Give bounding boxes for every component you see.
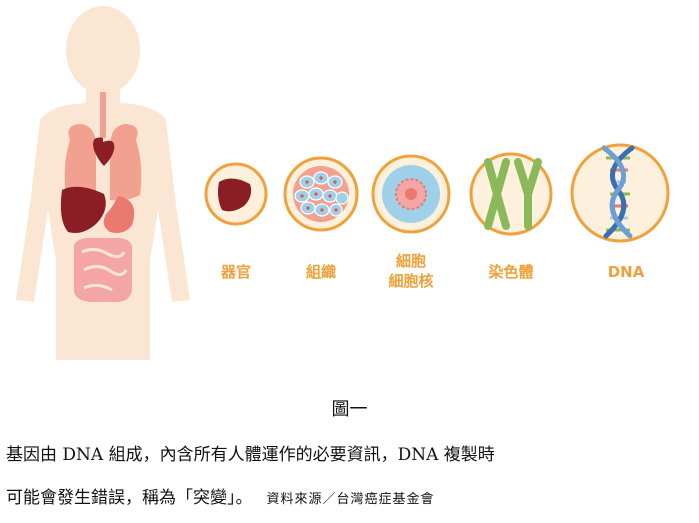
dna-helix-icon: [601, 145, 635, 239]
heart-shape: [93, 137, 115, 166]
tissue-circle: [283, 156, 359, 232]
liver-shape: [60, 186, 106, 233]
source-credit: 資料來源／台灣癌症基金會: [266, 492, 435, 507]
stomach-shape: [103, 196, 135, 234]
label-tissue: 組織: [305, 263, 336, 281]
chromosome-circle: [469, 152, 553, 236]
label-organ: 器官: [220, 263, 251, 281]
lung-right-shape: [110, 124, 142, 201]
liver-icon: [218, 178, 252, 212]
label-dna: DNA: [607, 263, 645, 281]
organ-circle: [204, 162, 268, 226]
figure-title: 圖一: [331, 399, 368, 420]
organization-diagram: [16, 6, 670, 360]
label-cell: 細胞: [395, 252, 426, 270]
human-body-figure: [16, 6, 190, 360]
caption-line-1: 基因由 DNA 組成，內含所有人體運作的必要資訊，DNA 複製時: [6, 445, 495, 465]
chromosome-icon: [484, 158, 542, 230]
dna-circle: [570, 143, 670, 243]
cell-circle: [371, 154, 451, 234]
lung-left-shape: [64, 124, 96, 201]
caption-line-2-text: 可能會發生錯誤，稱為「突變」。: [6, 488, 253, 508]
label-chromosome: 染色體: [488, 263, 534, 281]
caption-line-2: 可能會發生錯誤，稱為「突變」。資料來源／台灣癌症基金會: [6, 483, 696, 508]
intestine-shape: [73, 238, 133, 302]
label-nucleus: 細胞核: [388, 272, 434, 290]
